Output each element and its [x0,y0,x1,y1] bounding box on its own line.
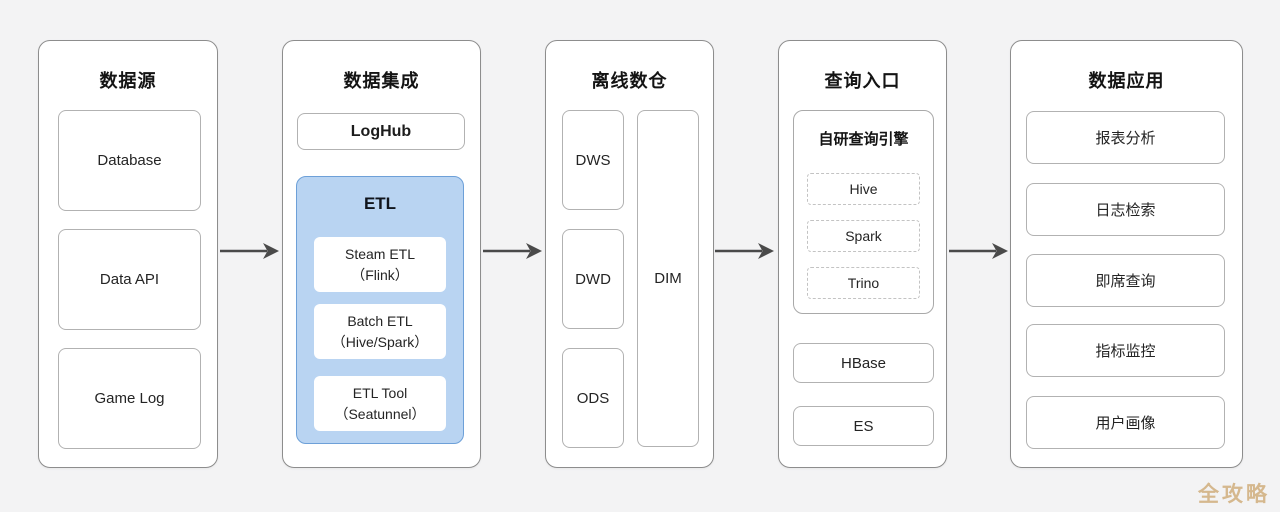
node-label-line2: （Hive/Spark） [331,333,429,350]
node-label-line1: ETL Tool [352,385,408,402]
node-data-api: Data API [58,229,201,330]
node-es: ES [793,406,934,446]
arrow-right-icon [483,243,542,259]
watermark: 全攻略 [1198,483,1270,506]
query-engine-group-title: 自研查询引擎 [818,131,909,148]
node-loghub: LogHub [297,113,465,150]
panel-offline-warehouse: 离线数仓 DWS DWD ODS DIM [545,40,714,468]
node-label-line2: （Seatunnel） [334,405,426,422]
arrow-right-icon [220,243,279,259]
panel-title-data-integration: 数据集成 [343,71,420,91]
node-log-search: 日志检索 [1026,183,1225,236]
node-spark: Spark [807,220,920,252]
node-label-line2: （Flink） [351,266,409,283]
node-report-analysis: 报表分析 [1026,111,1225,164]
arrow-right-icon [715,243,774,259]
node-ods: ODS [562,348,624,448]
node-trino: Trino [807,267,920,299]
node-dwd: DWD [562,229,624,329]
panel-query-entry: 查询入口 自研查询引擎 Hive Spark Trino HBase ES [778,40,947,468]
query-engine-group: 自研查询引擎 Hive Spark Trino [793,110,934,314]
node-database: Database [58,110,201,211]
panel-data-integration: 数据集成 LogHub ETL Steam ETL （Flink） Batch … [282,40,481,468]
panel-title-data-applications: 数据应用 [1088,71,1165,91]
node-label-line1: Steam ETL [344,246,416,263]
panel-title-data-sources: 数据源 [99,71,157,91]
node-dim: DIM [637,110,699,447]
node-game-log: Game Log [58,348,201,449]
panel-title-offline-warehouse: 离线数仓 [591,71,668,91]
panel-data-sources: 数据源 Database Data API Game Log [38,40,218,468]
etl-group: ETL Steam ETL （Flink） Batch ETL （Hive/Sp… [296,176,464,444]
node-metric-monitoring: 指标监控 [1026,324,1225,377]
arrow-right-icon [949,243,1008,259]
node-user-profile: 用户画像 [1026,396,1225,449]
panel-title-query-entry: 查询入口 [824,71,901,91]
node-etl-tool: ETL Tool （Seatunnel） [314,376,446,431]
node-label-line1: Batch ETL [347,313,413,330]
node-batch-etl: Batch ETL （Hive/Spark） [314,304,446,359]
node-adhoc-query: 即席查询 [1026,254,1225,307]
etl-group-title: ETL [363,194,397,213]
node-stream-etl: Steam ETL （Flink） [314,237,446,292]
node-hive: Hive [807,173,920,205]
node-hbase: HBase [793,343,934,383]
node-dws: DWS [562,110,624,210]
panel-data-applications: 数据应用 报表分析 日志检索 即席查询 指标监控 用户画像 [1010,40,1243,468]
